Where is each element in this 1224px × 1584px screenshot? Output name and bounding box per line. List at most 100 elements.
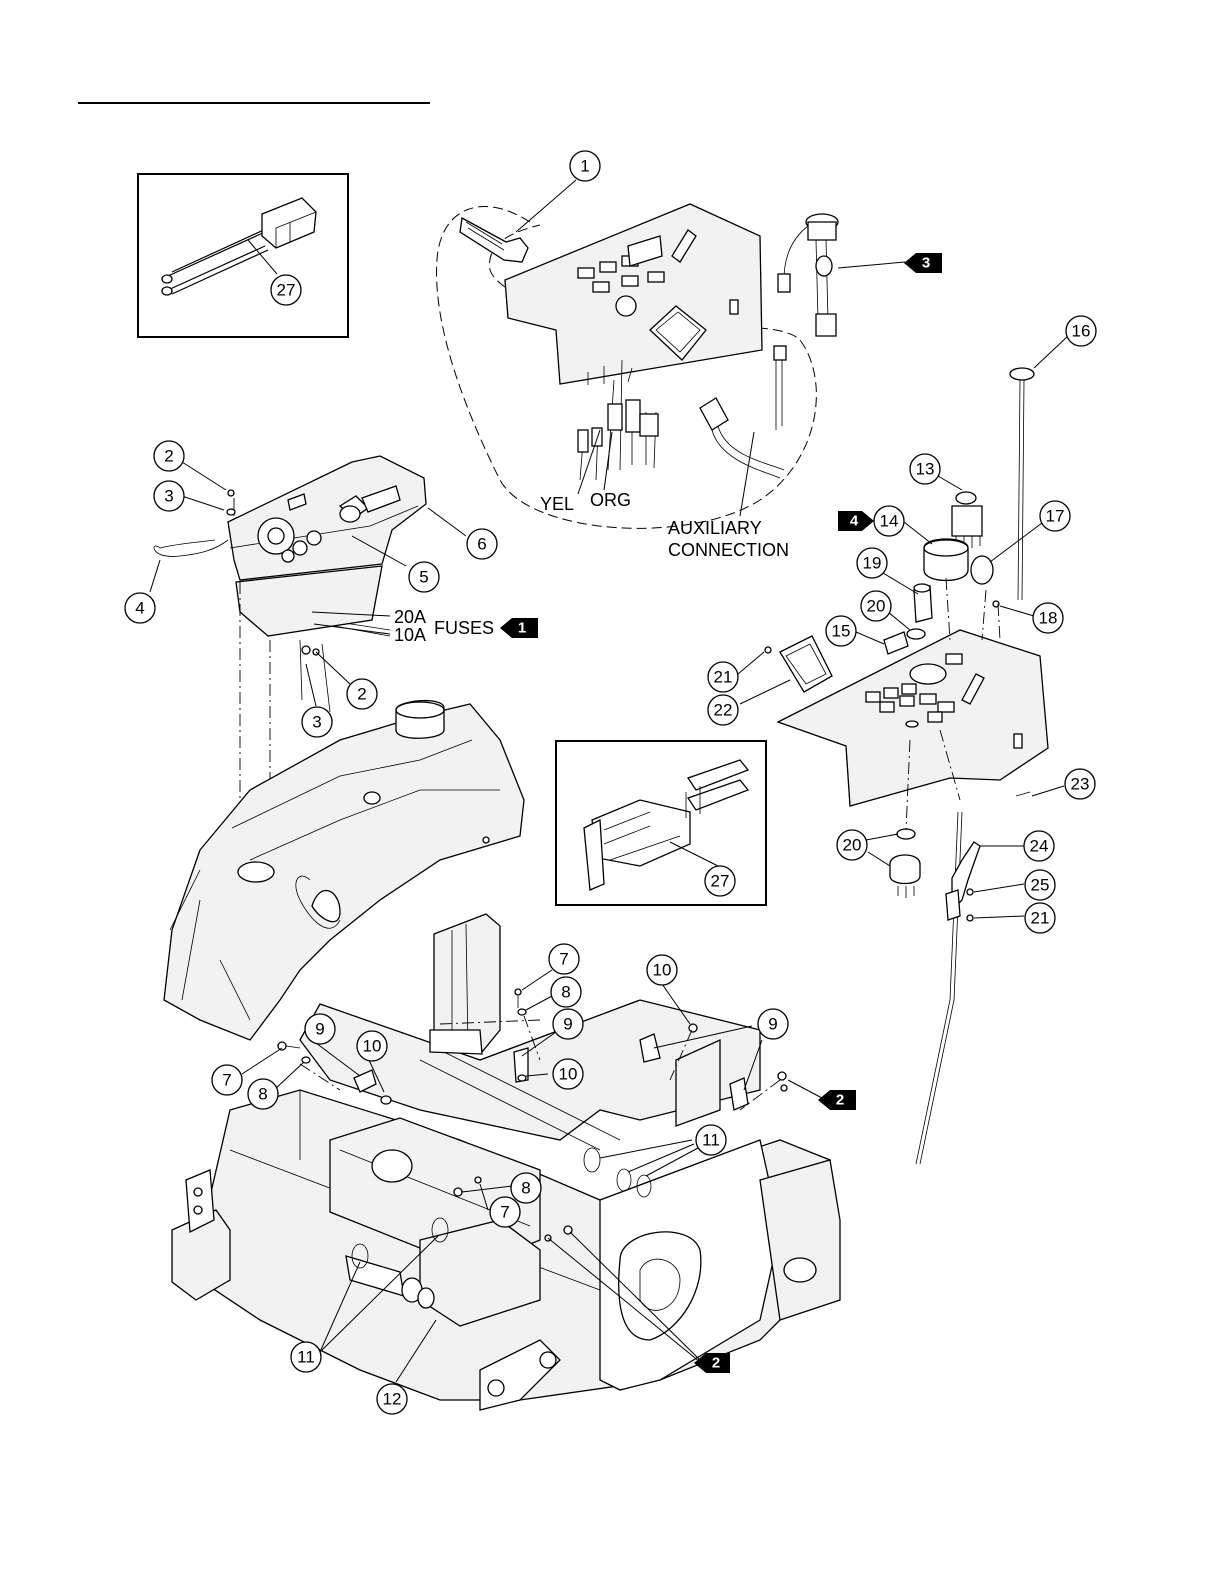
callout-19: 19 xyxy=(857,548,887,578)
svg-text:3: 3 xyxy=(312,713,321,732)
callout-17: 17 xyxy=(1040,501,1070,531)
tag-2-upper: 2 xyxy=(818,1090,856,1110)
label-yel: YEL xyxy=(540,494,574,514)
svg-text:12: 12 xyxy=(383,1390,402,1409)
label-auxiliary: AUXILIARY xyxy=(668,518,762,538)
svg-text:5: 5 xyxy=(419,568,428,587)
svg-text:9: 9 xyxy=(768,1015,777,1034)
callout-11-right: 11 xyxy=(696,1125,726,1155)
svg-text:21: 21 xyxy=(1031,909,1050,928)
callout-12: 12 xyxy=(377,1384,407,1414)
callout-20-upper: 20 xyxy=(861,591,891,621)
callout-9-right: 9 xyxy=(758,1009,788,1039)
svg-text:7: 7 xyxy=(559,950,568,969)
callout-11-left: 11 xyxy=(291,1342,321,1372)
svg-text:10: 10 xyxy=(653,961,672,980)
svg-text:25: 25 xyxy=(1031,876,1050,895)
callout-1: 1 xyxy=(570,151,600,181)
svg-text:11: 11 xyxy=(297,1348,315,1367)
callout-27-top: 27 xyxy=(271,275,301,305)
svg-text:8: 8 xyxy=(258,1085,267,1104)
svg-text:7: 7 xyxy=(222,1071,231,1090)
part-dash-panel-right xyxy=(738,336,1068,1164)
svg-text:14: 14 xyxy=(880,512,899,531)
svg-text:2: 2 xyxy=(712,1355,720,1372)
svg-text:21: 21 xyxy=(714,668,733,687)
callout-20-lower: 20 xyxy=(837,830,867,860)
callout-3-fuse: 3 xyxy=(302,707,332,737)
svg-text:8: 8 xyxy=(561,983,570,1002)
svg-text:2: 2 xyxy=(357,685,366,704)
svg-text:4: 4 xyxy=(850,513,859,530)
callout-8-top: 8 xyxy=(551,977,581,1007)
callout-24: 24 xyxy=(1024,831,1054,861)
tag-1: 1 xyxy=(500,618,538,638)
callout-25: 25 xyxy=(1025,870,1055,900)
svg-text:18: 18 xyxy=(1039,609,1058,628)
callout-21-lower: 21 xyxy=(1025,903,1055,933)
label-fuse-20a: 20A xyxy=(394,607,426,627)
callout-10-middle: 10 xyxy=(553,1059,583,1089)
callout-16: 16 xyxy=(1066,316,1096,346)
svg-text:10: 10 xyxy=(363,1037,382,1056)
callout-10-top: 10 xyxy=(647,955,677,985)
callout-7-left: 7 xyxy=(212,1065,242,1095)
svg-text:10: 10 xyxy=(559,1065,578,1084)
callout-9-left: 9 xyxy=(305,1014,335,1044)
svg-text:23: 23 xyxy=(1071,775,1090,794)
callout-23: 23 xyxy=(1065,769,1095,799)
svg-text:9: 9 xyxy=(563,1015,572,1034)
svg-text:19: 19 xyxy=(863,554,882,573)
callout-21-upper: 21 xyxy=(708,662,738,692)
svg-text:9: 9 xyxy=(315,1020,324,1039)
svg-text:22: 22 xyxy=(714,701,733,720)
svg-text:4: 4 xyxy=(135,599,144,618)
svg-text:2: 2 xyxy=(836,1092,844,1109)
svg-text:7: 7 xyxy=(500,1203,509,1222)
svg-text:16: 16 xyxy=(1072,322,1091,341)
svg-text:24: 24 xyxy=(1030,837,1049,856)
svg-text:17: 17 xyxy=(1046,507,1065,526)
label-org: ORG xyxy=(590,490,631,510)
inset-harness-top xyxy=(138,174,348,337)
callout-7-top: 7 xyxy=(549,944,579,974)
callout-15: 15 xyxy=(826,616,856,646)
callout-27-middle: 27 xyxy=(705,866,735,896)
callout-5: 5 xyxy=(409,562,439,592)
callout-9-middle: 9 xyxy=(553,1009,583,1039)
svg-text:1: 1 xyxy=(580,157,589,176)
callout-18: 18 xyxy=(1033,603,1063,633)
tag-3: 3 xyxy=(904,253,942,273)
callout-3-upper-left: 3 xyxy=(154,481,184,511)
svg-text:6: 6 xyxy=(477,535,486,554)
svg-text:3: 3 xyxy=(922,255,930,272)
tag-4: 4 xyxy=(838,511,874,531)
wire-labels: YEL ORG AUXILIARY CONNECTION 20A 10A FUS… xyxy=(394,430,789,645)
callout-13: 13 xyxy=(910,454,940,484)
callout-2-upper-left: 2 xyxy=(154,441,184,471)
callout-4: 4 xyxy=(125,593,155,623)
svg-text:27: 27 xyxy=(277,281,296,300)
callout-7-bottom: 7 xyxy=(490,1197,520,1227)
label-fuses: FUSES xyxy=(434,618,494,638)
part-hourmeter-harness xyxy=(778,214,905,336)
svg-text:3: 3 xyxy=(164,487,173,506)
dashboard-wiring-detail xyxy=(437,204,817,528)
svg-text:1: 1 xyxy=(518,620,526,637)
callout-6: 6 xyxy=(467,529,497,559)
callout-8-bottom: 8 xyxy=(511,1173,541,1203)
callout-14: 14 xyxy=(874,506,904,536)
svg-text:27: 27 xyxy=(711,872,730,891)
callout-10-left: 10 xyxy=(357,1031,387,1061)
svg-text:15: 15 xyxy=(832,622,851,641)
callout-2-fuse: 2 xyxy=(347,679,377,709)
svg-text:13: 13 xyxy=(916,460,935,479)
svg-text:11: 11 xyxy=(702,1131,720,1150)
callout-22: 22 xyxy=(708,695,738,725)
label-fuse-10a: 10A xyxy=(394,625,426,645)
svg-text:2: 2 xyxy=(164,447,173,466)
label-connection: CONNECTION xyxy=(668,540,789,560)
callout-8-left: 8 xyxy=(248,1079,278,1109)
svg-text:20: 20 xyxy=(867,597,886,616)
